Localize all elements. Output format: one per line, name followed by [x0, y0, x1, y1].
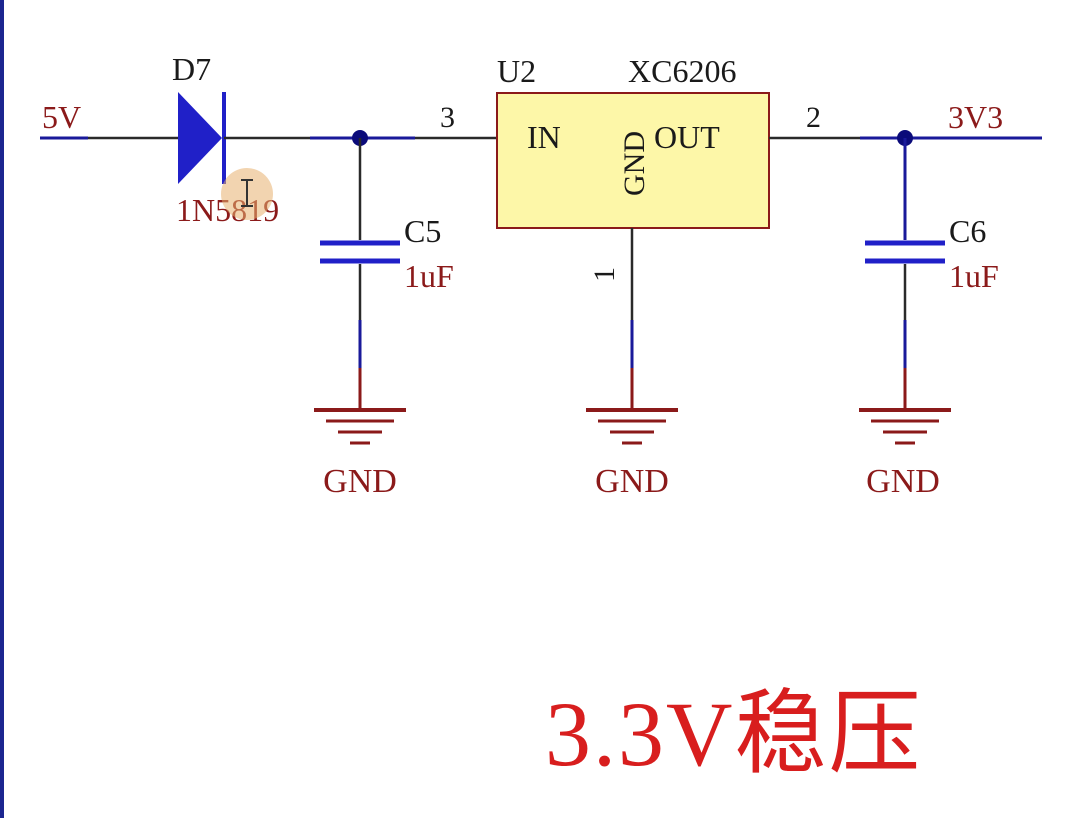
diode-designator: D7	[172, 51, 211, 87]
regulator-u2[interactable]	[496, 92, 770, 229]
sheet-border-left	[0, 0, 4, 818]
ic-pin-label-out: OUT	[654, 119, 720, 155]
c6-value: 1uF	[949, 258, 999, 294]
c5-designator: C5	[404, 213, 441, 249]
capacitor-c6[interactable]	[865, 240, 945, 264]
net-label-5v: 5V	[42, 99, 81, 135]
c5-value: 1uF	[404, 258, 454, 294]
pin-number-gnd: 1	[588, 267, 621, 282]
ic-pin-label-gnd: GND	[618, 131, 651, 196]
gnd-label-2: GND	[595, 463, 669, 500]
gnd-label-3: GND	[866, 463, 940, 500]
ic-designator: U2	[497, 53, 536, 89]
diagram-title: 3.3V稳压	[545, 683, 923, 785]
ic-part-number: XC6206	[628, 53, 736, 89]
ic-body	[496, 92, 770, 229]
capacitor-c5[interactable]	[320, 240, 400, 264]
ic-pin-label-in: IN	[527, 119, 561, 155]
diode-triangle	[178, 92, 222, 184]
c6-designator: C6	[949, 213, 986, 249]
ground-symbol-2	[586, 408, 678, 445]
ground-symbol-3	[859, 408, 951, 445]
diode-d7[interactable]	[178, 92, 226, 184]
ground-symbol-1	[314, 408, 406, 445]
net-label-3v3: 3V3	[948, 99, 1003, 135]
pin-number-in: 3	[440, 101, 455, 134]
gnd-label-1: GND	[323, 463, 397, 500]
pin-number-out: 2	[806, 101, 821, 134]
text-cursor-icon	[241, 179, 253, 207]
